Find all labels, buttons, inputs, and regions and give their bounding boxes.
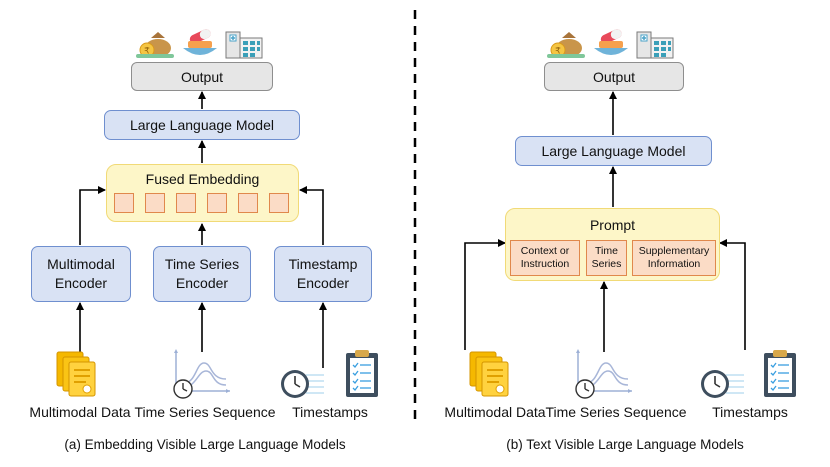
checklist-clipboard-icon <box>346 350 378 397</box>
prompt-context-line1: Context or <box>520 245 570 257</box>
output-box-b: Output <box>544 62 684 91</box>
time-series-chart-icon <box>575 349 632 399</box>
embedding-cell <box>145 193 165 213</box>
input-label-timeseries-a: Time Series Sequence <box>134 404 276 420</box>
caption-a: (a) Embedding Visible Large Language Mod… <box>64 437 346 452</box>
prompt-part-supplementary: Supplementary Information <box>632 240 716 276</box>
input-label-timeseries-b: Time Series Sequence <box>545 404 687 420</box>
arrow-a-multimodal-fused <box>79 186 106 245</box>
hospital-icon <box>636 31 674 59</box>
fused-embedding-box: Fused Embedding <box>106 164 299 222</box>
money-bag-icon: ₹ <box>547 32 585 58</box>
money-bag-icon: ₹ <box>136 32 174 58</box>
input-label-timestamps-b: Timestamps <box>712 404 788 420</box>
timeseries-encoder-box: Time Series Encoder <box>153 246 251 302</box>
document-stack-icon <box>56 351 96 397</box>
clock-icon <box>701 370 744 398</box>
timestamp-encoder-box: Timestamp Encoder <box>274 246 372 302</box>
clock-icon <box>281 370 324 398</box>
checklist-clipboard-icon <box>764 350 796 397</box>
arrow-a-timestamp-fused <box>299 186 324 245</box>
arrow-b-in-timestamps <box>719 239 746 350</box>
timestamp-encoder-line2: Encoder <box>296 275 350 291</box>
embedding-cell <box>176 193 196 213</box>
input-label-timestamps-a: Timestamps <box>292 404 368 420</box>
document-stack-icon <box>469 351 509 397</box>
hospital-icon <box>225 31 263 59</box>
llm-box-b: Large Language Model <box>515 136 712 166</box>
prompt-timeseries-line2: Series <box>591 258 622 270</box>
multimodal-encoder-box: Multimodal Encoder <box>31 246 131 302</box>
prompt-supp-line2: Information <box>647 258 701 270</box>
input-label-multimodal-a: Multimodal Data <box>29 404 131 420</box>
prompt-part-context: Context or Instruction <box>510 240 580 276</box>
caption-b: (b) Text Visible Large Language Models <box>506 437 744 452</box>
timestamp-encoder-line1: Timestamp <box>288 256 358 272</box>
prompt-timeseries-line1: Time <box>595 245 618 257</box>
prompt-box: Prompt Context or Instruction Time Serie… <box>505 208 720 281</box>
timeseries-encoder-line1: Time Series <box>164 256 240 272</box>
medicine-icon <box>594 29 628 55</box>
embedding-cell <box>269 193 289 213</box>
output-box-a: Output <box>131 62 273 91</box>
embedding-cell <box>114 193 134 213</box>
prompt-context-line2: Instruction <box>520 258 570 270</box>
prompt-supp-line1: Supplementary <box>638 245 710 257</box>
embedding-cell <box>207 193 227 213</box>
arrow-b-in-multimodal <box>464 239 506 350</box>
time-series-chart-icon <box>173 349 230 399</box>
multimodal-encoder-line2: Encoder <box>54 275 108 291</box>
fused-embedding-title: Fused Embedding <box>145 171 260 187</box>
medicine-icon <box>183 29 217 55</box>
input-label-multimodal-b: Multimodal Data <box>444 404 546 420</box>
prompt-part-timeseries: Time Series <box>586 240 627 276</box>
svg-text:₹: ₹ <box>144 47 150 57</box>
embedding-cell <box>238 193 258 213</box>
svg-text:₹: ₹ <box>555 47 561 57</box>
multimodal-encoder-line1: Multimodal <box>47 256 115 272</box>
prompt-title: Prompt <box>589 217 636 233</box>
timeseries-encoder-line2: Encoder <box>175 275 229 291</box>
llm-box-a: Large Language Model <box>104 110 300 140</box>
